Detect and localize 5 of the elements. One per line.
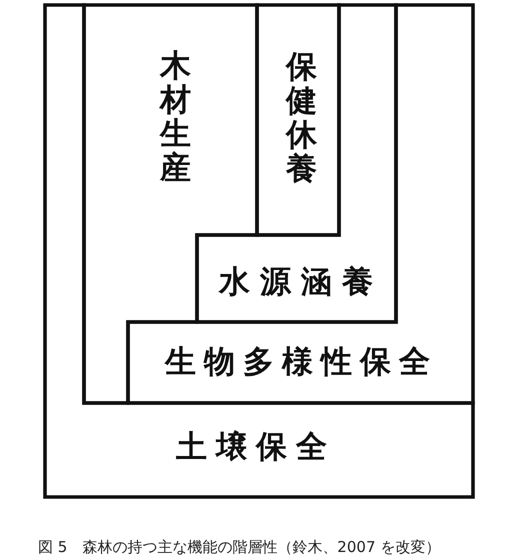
layer-label: 水源涵養 [219, 267, 383, 298]
layer-label: 木材生産 [160, 49, 191, 186]
layer-label: 土壌保全 [176, 432, 336, 463]
figure-caption: 図 5 森林の持つ主な機能の階層性（鈴木、2007 を改変） [38, 538, 440, 556]
layer-label: 生物多様性保全 [165, 347, 438, 378]
